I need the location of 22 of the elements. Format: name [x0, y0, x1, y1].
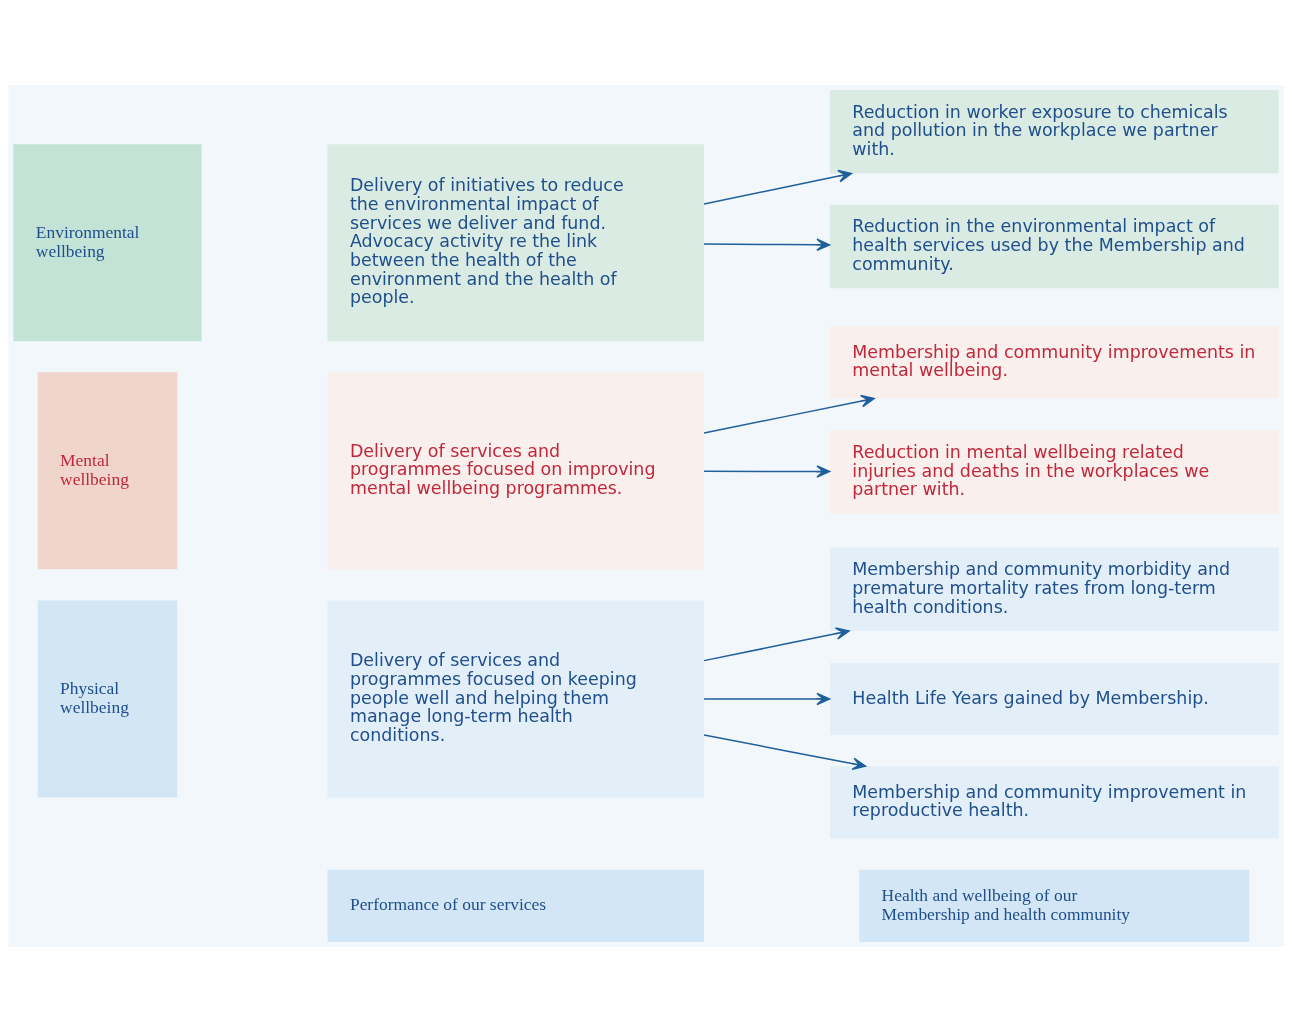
arrow: [703, 692, 831, 706]
node-box: Physical wellbeing: [37, 600, 178, 798]
node-box: Mental wellbeing: [37, 372, 178, 570]
arrow: [703, 394, 875, 434]
node-box: Environmental wellbeing: [13, 144, 202, 342]
node-box: Health Life Years gained by Membership.: [829, 662, 1279, 736]
node-box: Health and wellbeing of our Membership and health community: [859, 869, 1250, 942]
arrow: [703, 169, 852, 205]
node-box: Membership and community improvement in reproductive health.: [829, 766, 1279, 839]
node-box: Membership and community morbidity and premature mortality rates from long-term health conditions.: [829, 547, 1279, 631]
arrow: [703, 465, 831, 478]
arrow: [703, 238, 831, 252]
node-box: Reduction in mental wellbeing related injuries and deaths in the workplaces we partner with.: [829, 430, 1279, 514]
arrow: [703, 734, 867, 771]
node-box: Reduction in worker exposure to chemicals and pollution in the workplace we partner with.: [829, 90, 1279, 174]
node-box: Delivery of services and programmes focused on keeping people well and helping them manage long-term health conditions.: [327, 600, 704, 798]
node-box: Performance of our services: [327, 869, 704, 942]
node-box: Membership and community improvements in mental wellbeing.: [829, 326, 1279, 399]
node-box: Delivery of services and programmes focused on improving mental wellbeing programmes.: [327, 372, 704, 570]
node-box: Delivery of initiatives to reduce the environmental impact of services we deliver and fund. Advocacy activity re the link between the health of the environment and the health of people.: [327, 144, 704, 342]
arrow: [703, 627, 850, 662]
node-box: Reduction in the environmental impact of health services used by the Membership and community.: [829, 204, 1279, 289]
